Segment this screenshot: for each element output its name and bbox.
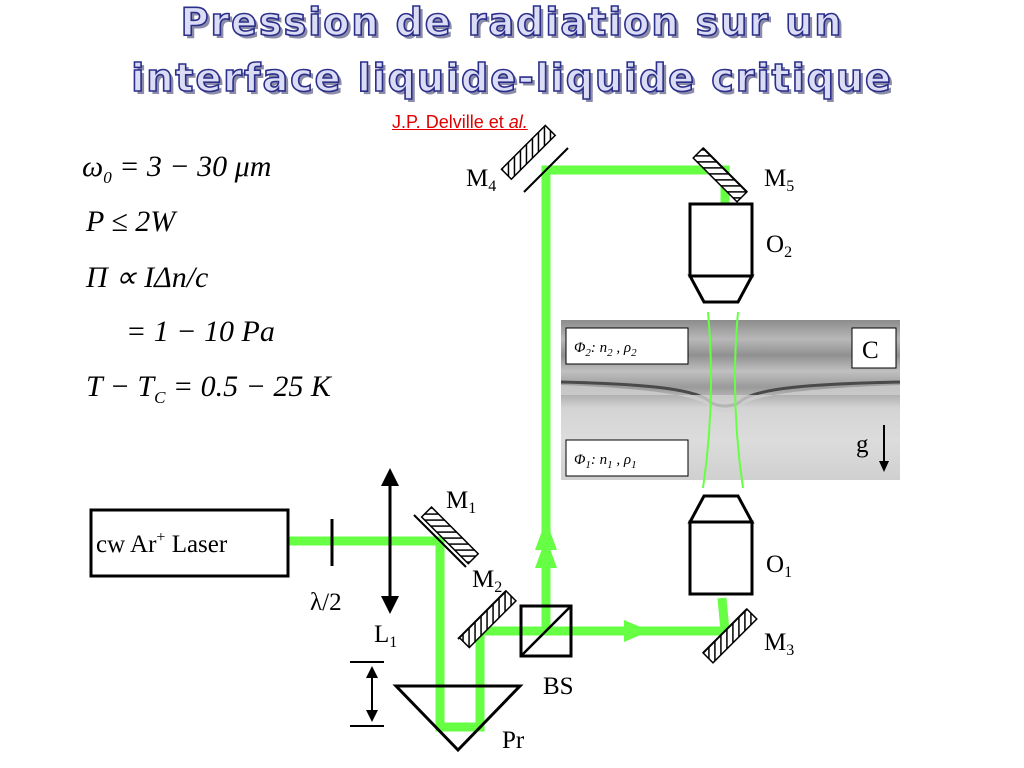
half-wave-label: λ/2	[310, 589, 342, 616]
phase2-label: Φ2: n2 , ρ2	[574, 340, 637, 359]
beam-splitter	[519, 604, 573, 658]
objective-o1-label: O1	[766, 551, 792, 581]
lens-l1-label: L1	[374, 621, 397, 651]
equation-radiation-pressure: Π ∝ IΔn/c	[86, 261, 209, 294]
author-credit[interactable]: J.P. Delville et al.	[392, 112, 528, 133]
phase1-label: Φ1: n1 , ρ1	[574, 452, 637, 471]
mirror-m5-label: M5	[764, 165, 794, 195]
prism-translation-arrow	[350, 661, 384, 727]
equation-pressure-range: = 1 − 10 Pa	[126, 315, 275, 348]
mirror-m2	[458, 589, 518, 649]
phase1-box	[565, 439, 689, 477]
mirror-m2-label: M2	[472, 566, 502, 596]
mirror-m1-label: M1	[446, 487, 476, 517]
author-name: J.P. Delville et	[392, 112, 509, 132]
mirror-m5	[692, 147, 748, 203]
phase2-box	[565, 327, 689, 365]
laser-source	[89, 508, 290, 578]
beam-splitter-label: BS	[543, 673, 574, 700]
objective-o1	[687, 494, 755, 596]
focused-beam	[702, 311, 744, 489]
prism	[392, 684, 524, 753]
equation-temperature: T − TC = 0.5 − 25 K	[86, 370, 331, 407]
objective-o2-label: O2	[766, 231, 792, 261]
prism-label: Pr	[502, 727, 525, 754]
title-line-2: interface liquide-liquide critique	[130, 56, 893, 100]
lens-l1	[381, 468, 399, 614]
equation-waist: ω0 = 3 − 30 μm	[82, 150, 272, 187]
cell-label: C	[862, 337, 879, 364]
title-line-1: Pression de radiation sur un	[180, 0, 844, 44]
equation-power: P ≤ 2W	[86, 205, 176, 238]
objective-o2	[687, 202, 755, 304]
beam-direction-arrows	[535, 520, 650, 642]
gravity-label: g	[856, 431, 869, 458]
author-etal: al.	[508, 112, 528, 132]
mirror-m4-label: M4	[466, 165, 496, 195]
laser-label: cw Ar+ Laser	[96, 529, 228, 558]
mirror-m4	[500, 124, 557, 181]
cell-label-box	[851, 327, 897, 369]
mirror-m3-label: M3	[764, 629, 794, 659]
mirror-m3	[702, 608, 758, 664]
mirror-m1	[420, 505, 480, 565]
